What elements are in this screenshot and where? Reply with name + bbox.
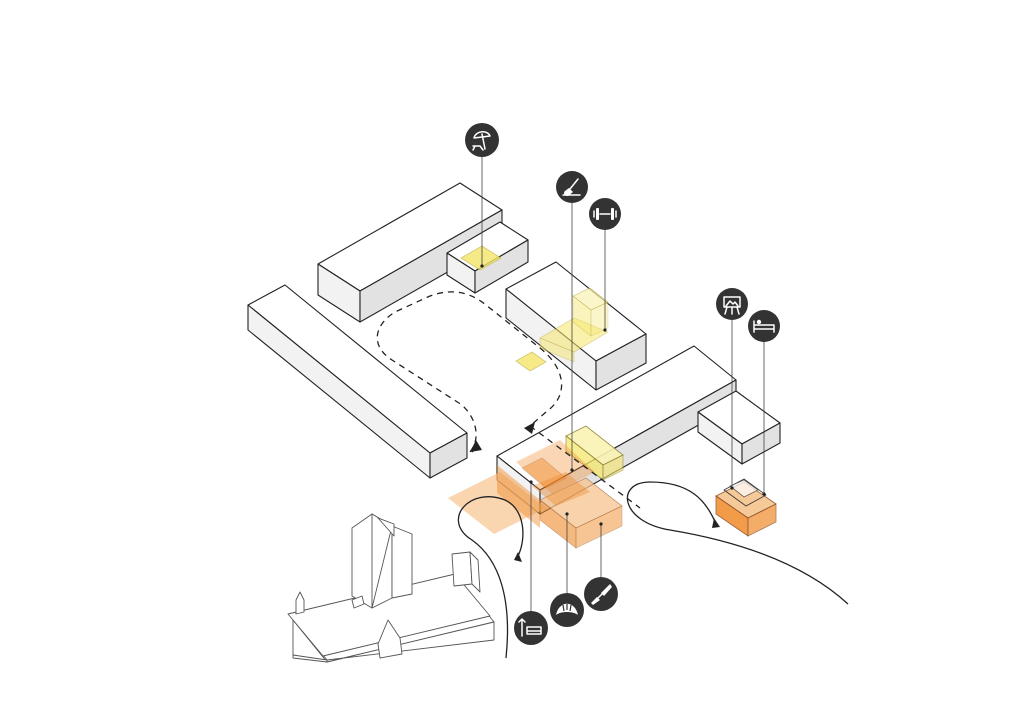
bed-icon <box>748 310 780 342</box>
croissant-icon <box>550 593 584 627</box>
easel-painting-icon <box>716 288 748 320</box>
building-north <box>317 182 529 323</box>
paint-brush-icon <box>556 171 588 203</box>
orange-volume-east <box>715 478 777 537</box>
yellow-zone-court <box>515 351 547 372</box>
trowel-icon <box>584 577 618 611</box>
building-east-bar <box>496 345 781 515</box>
dumbbell-icon <box>589 198 621 230</box>
leader-lines <box>481 156 765 612</box>
building-central <box>505 261 647 391</box>
route-curve-east <box>626 481 849 605</box>
route-dashed-west <box>376 291 563 453</box>
church-outline <box>287 513 495 663</box>
beach-umbrella-icon <box>465 123 499 157</box>
sofa-lamp-icon <box>514 611 548 645</box>
yellow-zone-north-annex <box>460 245 502 271</box>
route-curve-southwest <box>457 496 524 659</box>
building-west-long <box>247 284 468 479</box>
